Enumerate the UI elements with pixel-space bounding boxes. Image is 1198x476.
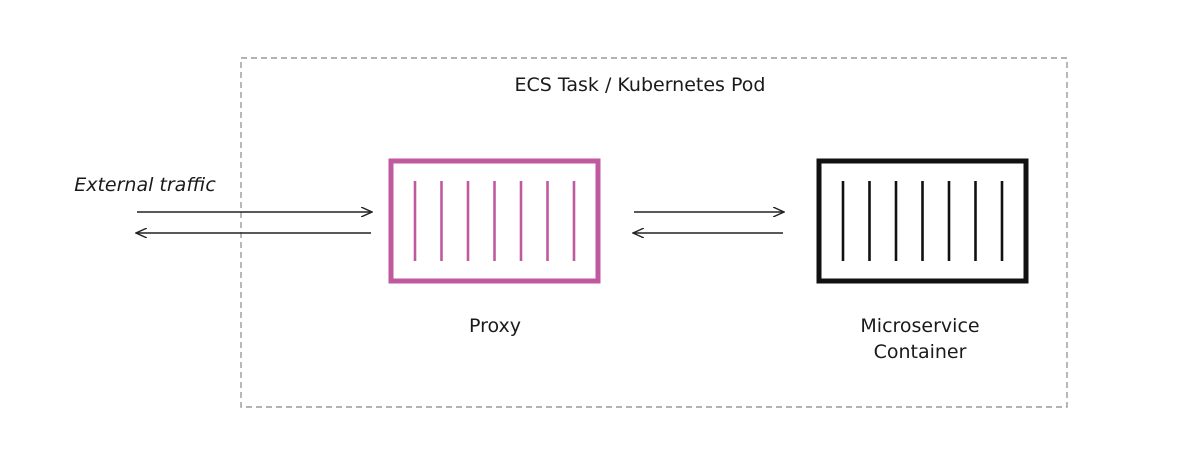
proxy-container-icon xyxy=(388,158,601,284)
microservice-container-icon xyxy=(816,158,1029,284)
proxy-label: Proxy xyxy=(468,315,522,337)
microservice-label-line1: Microservice xyxy=(860,315,980,337)
microservice-label: Microservice Container xyxy=(800,313,1040,365)
pod-title: ECS Task / Kubernetes Pod xyxy=(514,74,766,96)
microservice-label-line2: Container xyxy=(873,341,967,363)
external-traffic-label: External traffic xyxy=(74,174,216,196)
